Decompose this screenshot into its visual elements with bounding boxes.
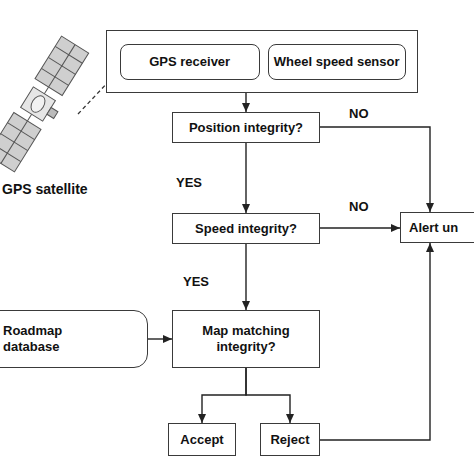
result-box: Accept bbox=[168, 423, 236, 456]
edge-label: YES bbox=[176, 175, 202, 190]
node-text: Reject bbox=[270, 432, 309, 448]
decision-box: Position integrity? bbox=[172, 112, 320, 143]
sensor-box: GPS receiver bbox=[120, 44, 260, 80]
flow-arrow bbox=[148, 338, 172, 339]
sensor-box: Wheel speed sensor bbox=[268, 44, 406, 80]
flow-arrow bbox=[320, 127, 430, 212]
flow-arrow bbox=[245, 143, 246, 213]
node-text: Roadmap database bbox=[3, 323, 75, 355]
sensor-group-box: GPS receiver Wheel speed sensor bbox=[106, 30, 418, 93]
node-text: Alert un bbox=[409, 220, 458, 236]
node-text: Accept bbox=[180, 432, 223, 448]
decision-box: Map matching integrity? bbox=[172, 310, 320, 368]
database-box: Roadmap database bbox=[0, 310, 148, 368]
node-text: Wheel speed sensor bbox=[274, 54, 400, 70]
decision-box: Speed integrity? bbox=[172, 213, 320, 244]
flow-arrow bbox=[246, 368, 290, 423]
node-text: Position integrity? bbox=[189, 120, 303, 136]
flow-arrow bbox=[320, 243, 430, 440]
alert-box: Alert un bbox=[400, 212, 474, 243]
node-text: Speed integrity? bbox=[195, 221, 297, 237]
satellite-label: GPS satellite bbox=[2, 181, 88, 197]
node-text: GPS receiver bbox=[149, 54, 230, 70]
flow-arrow bbox=[320, 227, 400, 228]
edge-label: NO bbox=[349, 106, 369, 121]
edge-label: NO bbox=[349, 199, 369, 214]
flow-arrow bbox=[202, 368, 246, 423]
node-text: Map matching integrity? bbox=[173, 323, 319, 355]
flow-arrow bbox=[245, 244, 246, 310]
result-box: Reject bbox=[260, 423, 320, 456]
flow-arrow bbox=[245, 93, 246, 112]
edge-label: YES bbox=[183, 274, 209, 289]
